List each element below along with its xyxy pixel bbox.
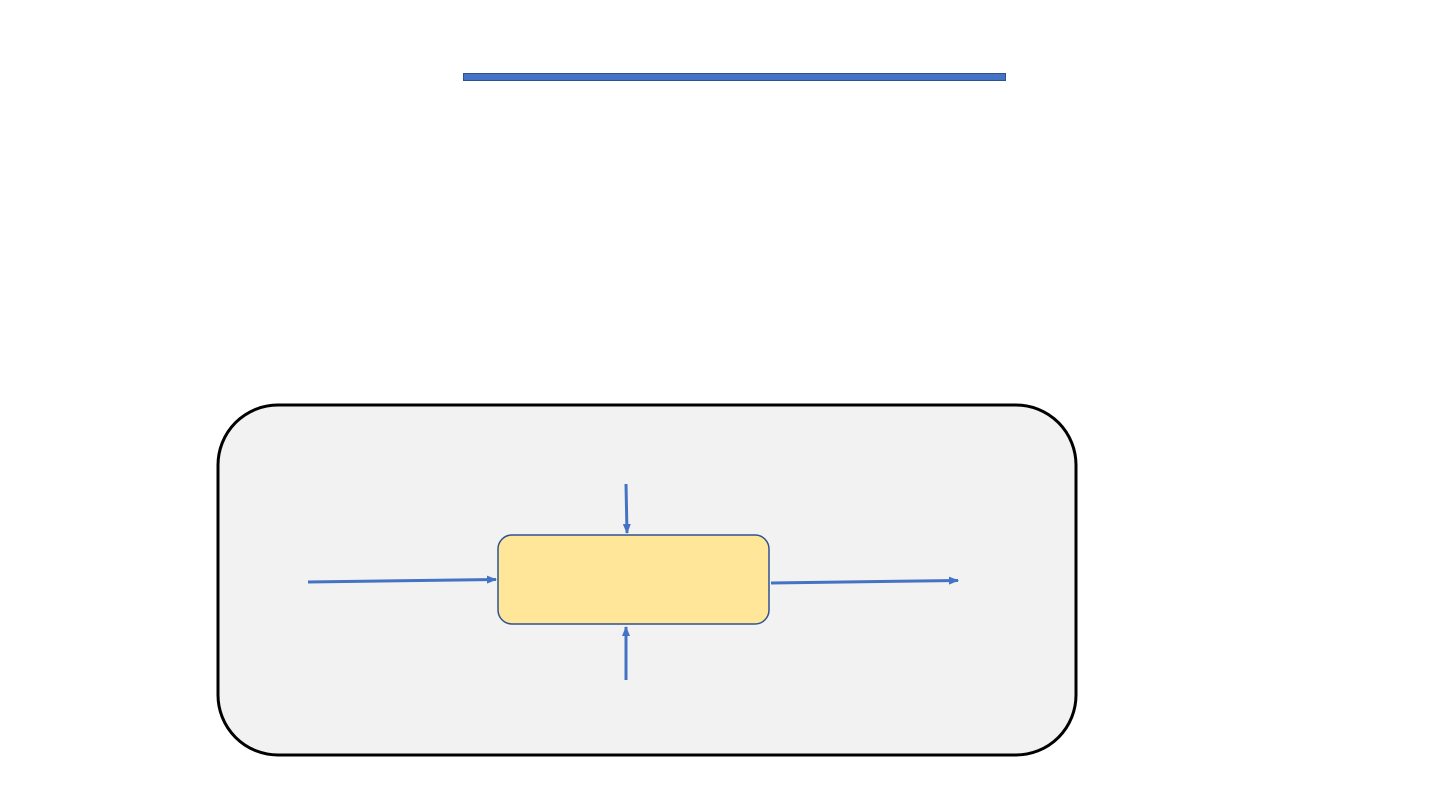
control-arrow [622,483,631,534]
output-arrow [770,576,959,585]
input-arrow [307,575,497,584]
title-bar [463,73,1006,81]
process-box [497,534,770,625]
